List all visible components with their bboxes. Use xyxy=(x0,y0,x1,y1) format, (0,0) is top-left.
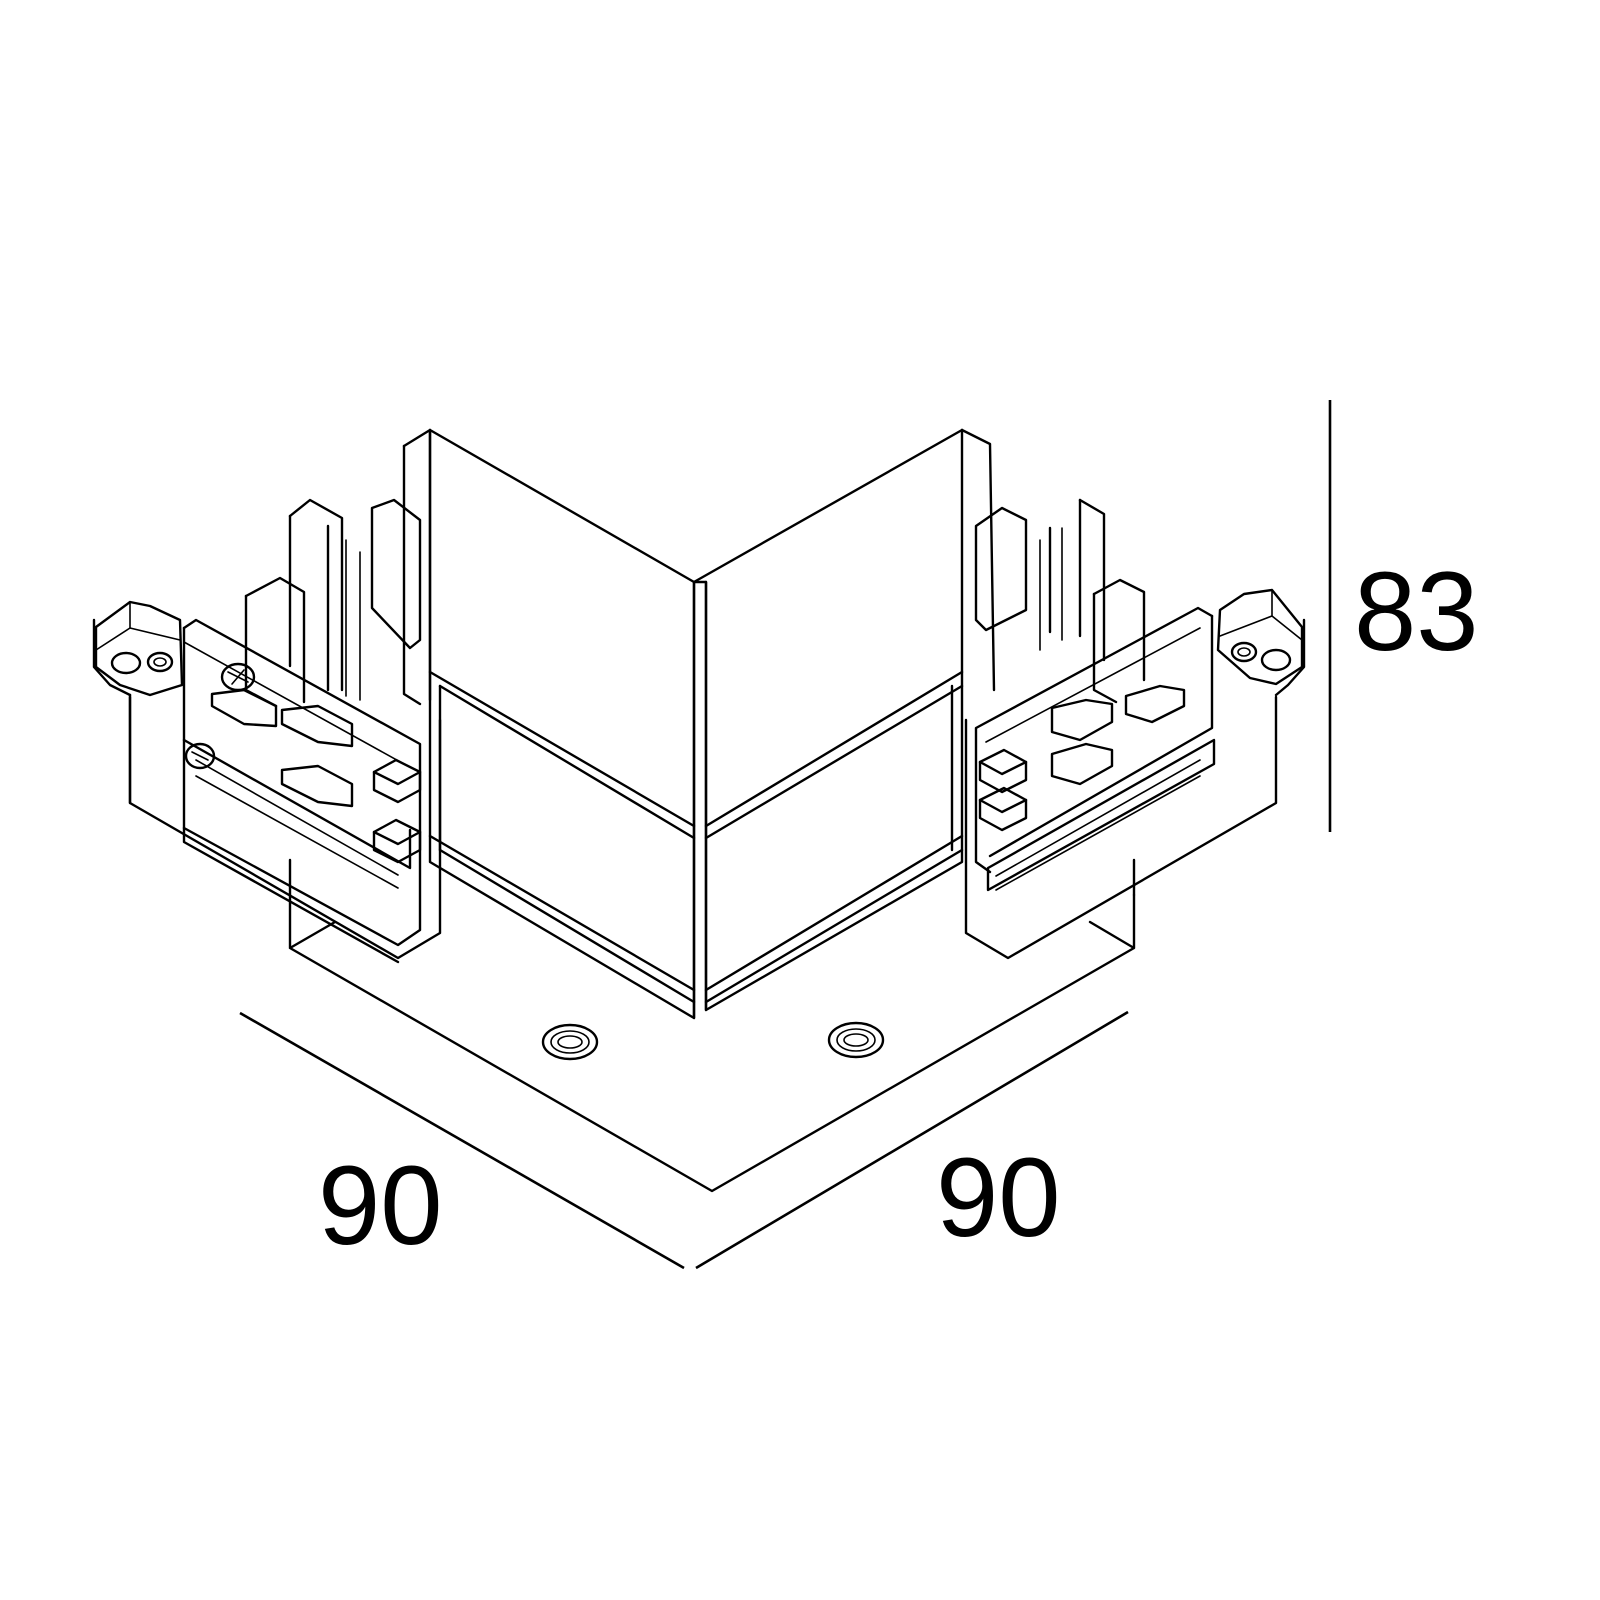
dimension-label-height: 83 xyxy=(1354,549,1479,674)
dimension-label-right-width: 90 xyxy=(936,1135,1061,1260)
left-connector xyxy=(92,428,442,964)
mounting-hole-left xyxy=(541,1023,599,1061)
mounting-hole-right xyxy=(827,1021,885,1059)
corner-block xyxy=(428,428,964,1020)
right-connector xyxy=(960,428,1306,960)
dimension-line-right-width xyxy=(695,1010,1129,1270)
dimension-label-left-width: 90 xyxy=(318,1143,443,1268)
dimension-line-left-width xyxy=(239,1011,685,1270)
base-plate xyxy=(288,858,1136,1193)
